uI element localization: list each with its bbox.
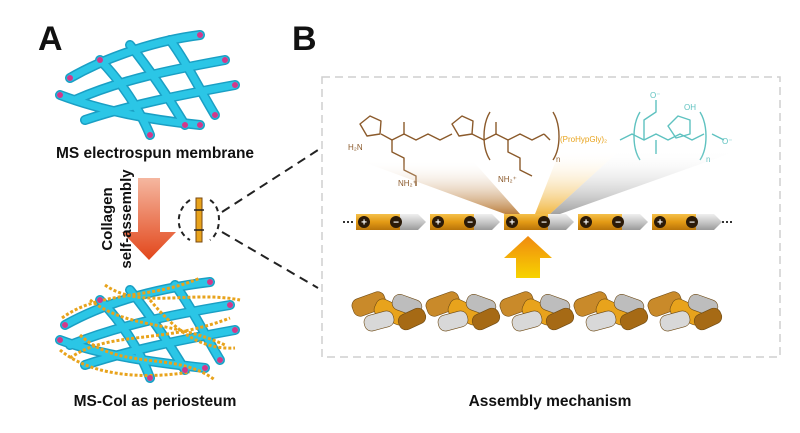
helix-strand-segment (471, 307, 501, 331)
helix-strand-segment (693, 307, 723, 331)
chem-o-minus-end: O⁻ (722, 137, 732, 146)
helix-strand-segment (363, 310, 395, 332)
panel-b-letter: B (292, 20, 317, 58)
negative-charge-badge (390, 216, 402, 228)
positive-charge-badge (654, 216, 666, 228)
chem-nh2-label-2: NH₂⁺ (498, 175, 517, 184)
chem-prohypgly: (ProHypGly)₂ (560, 135, 607, 144)
chem-nh2-label-1: NH₂⁺ (398, 179, 417, 188)
charge-symbol: − (615, 218, 621, 229)
charged-fibril: + − + − + − + − + − (343, 214, 733, 230)
helix-strand-segment (585, 310, 617, 332)
fibril-gap-segment (548, 214, 574, 230)
charge-symbol: + (509, 218, 515, 229)
fibril-gap-segment (622, 214, 648, 230)
fibril-gap-segment (400, 214, 426, 230)
ms-col-membrane (55, 276, 241, 383)
helix-strand-segment (545, 307, 575, 331)
fibril-gap-segment (696, 214, 722, 230)
collagen-label: Collagen (99, 187, 116, 251)
process-arrow (122, 178, 176, 260)
chem-oh: OH (684, 103, 696, 112)
charge-symbol: + (435, 218, 441, 229)
helix-strand-segment (397, 307, 427, 331)
panel-a-letter: A (38, 20, 63, 58)
fibril-gap-segment (474, 214, 500, 230)
triple-helix (351, 291, 723, 332)
charge-symbol: − (393, 218, 399, 229)
projection-cone-brown (358, 160, 520, 214)
helix-strand-segment (659, 310, 691, 332)
self-assembly-label: self-assembly (118, 169, 135, 269)
charge-symbol: − (689, 218, 695, 229)
negative-charge-badge (686, 216, 698, 228)
negative-charge-badge (538, 216, 550, 228)
collagen-self-assembly-label: Collagen self-assembly (98, 164, 136, 274)
chem-h2n-label: H₂N (348, 143, 363, 152)
projection-cone-grey (550, 150, 740, 214)
positive-charge-badge (432, 216, 444, 228)
helix-strand-segment (437, 310, 469, 332)
charge-symbol: + (361, 218, 367, 229)
charge-symbol: + (583, 218, 589, 229)
assembly-mechanism-caption: Assembly mechanism (468, 393, 632, 410)
helix-strand-segment (511, 310, 543, 332)
ms-col-caption: MS-Col as periosteum (73, 393, 237, 410)
charge-symbol: − (541, 218, 547, 229)
charge-symbol: + (657, 218, 663, 229)
negative-charge-badge (612, 216, 624, 228)
ms-membrane-top (55, 30, 240, 140)
negative-charge-badge (464, 216, 476, 228)
chem-o-minus: O⁻ (650, 91, 660, 100)
panel-b-frame (321, 76, 781, 358)
positive-charge-badge (506, 216, 518, 228)
projection-cone-orange (535, 150, 620, 214)
ms-membrane-caption: MS electrospun membrane (55, 145, 255, 162)
helix-strand-segment (619, 307, 649, 331)
collagen-fibril-zoom (177, 197, 220, 243)
charge-symbol: − (467, 218, 473, 229)
zoom-line-top (221, 149, 319, 213)
assembly-arrow (504, 236, 552, 278)
positive-charge-badge (580, 216, 592, 228)
zoom-line-bottom (221, 231, 319, 289)
positive-charge-badge (358, 216, 370, 228)
